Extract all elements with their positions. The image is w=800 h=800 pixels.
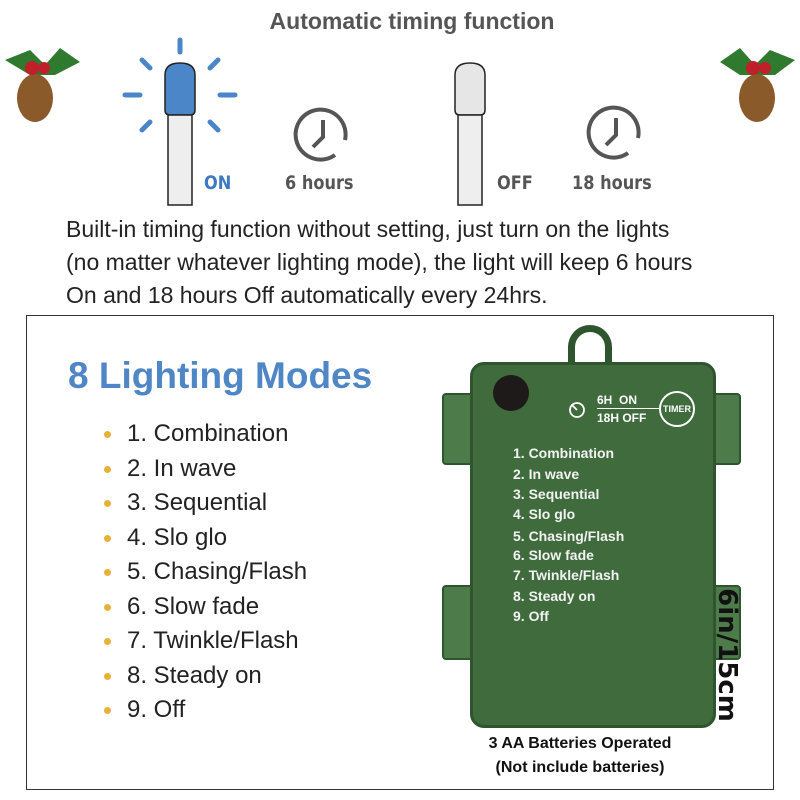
modes-title: 8 Lighting Modes <box>68 355 373 396</box>
list-item: 1. Combination <box>104 420 288 448</box>
box-mode: 4. Slo glo <box>513 506 576 522</box>
clock-icon <box>586 105 641 160</box>
pinecone-right-icon <box>720 48 795 122</box>
page-title: Automatic timing function <box>269 8 555 34</box>
bulb-on-icon <box>122 37 238 206</box>
clock-icon <box>293 107 348 162</box>
off-duration: 18 hours <box>572 172 652 194</box>
pinecone-left-icon <box>5 48 80 122</box>
button-icon[interactable] <box>493 375 529 411</box>
description-line: (no matter whatever lighting mode), the … <box>66 249 693 275</box>
timer-on: 6H ON <box>597 393 638 407</box>
list-item: 2. In wave <box>104 455 236 483</box>
list-item: 7. Twinkle/Flash <box>104 627 299 655</box>
battery-line-2: (Not include batteries) <box>495 759 665 776</box>
list-item: 9. Off <box>104 696 185 724</box>
box-mode: 5. Chasing/Flash <box>513 528 625 544</box>
list-item: 8. Steady on <box>104 662 262 690</box>
description-line: Built-in timing function without setting… <box>66 216 670 242</box>
description-line: On and 18 hours Off automatically every … <box>66 282 548 308</box>
description: Built-in timing function without setting… <box>66 213 692 312</box>
box-mode: 8. Steady on <box>513 588 596 604</box>
on-label: ON <box>204 172 232 194</box>
box-mode: 1. Combination <box>513 445 615 461</box>
off-label: OFF <box>497 172 533 194</box>
battery-box: 6H ON 18H OFF TIMER 1. Combination 2. In… <box>470 362 716 728</box>
box-mode: 7. Twinkle/Flash <box>513 567 620 583</box>
timer-badge: TIMER <box>659 391 695 427</box>
list-item: 3. Sequential <box>104 489 267 517</box>
box-mode: 9. Off <box>513 608 549 624</box>
list-item: 5. Chasing/Flash <box>104 558 307 586</box>
list-item: 6. Slow fade <box>104 593 259 621</box>
box-mode: 6. Slow fade <box>513 547 594 563</box>
timer-icon <box>569 402 585 418</box>
box-mode: 2. In wave <box>513 466 580 482</box>
modes-panel <box>26 315 774 790</box>
list-item: 4. Slo glo <box>104 524 227 552</box>
box-hook <box>568 325 612 370</box>
on-duration: 6 hours <box>285 172 354 194</box>
timer-off: 18H OFF <box>597 411 647 425</box>
box-clip <box>711 585 741 660</box>
battery-line-1: 3 AA Batteries Operated <box>488 735 672 752</box>
size-label: 6in/15cm <box>711 588 742 722</box>
bulb-off-icon <box>454 62 486 206</box>
box-mode: 3. Sequential <box>513 486 600 502</box>
